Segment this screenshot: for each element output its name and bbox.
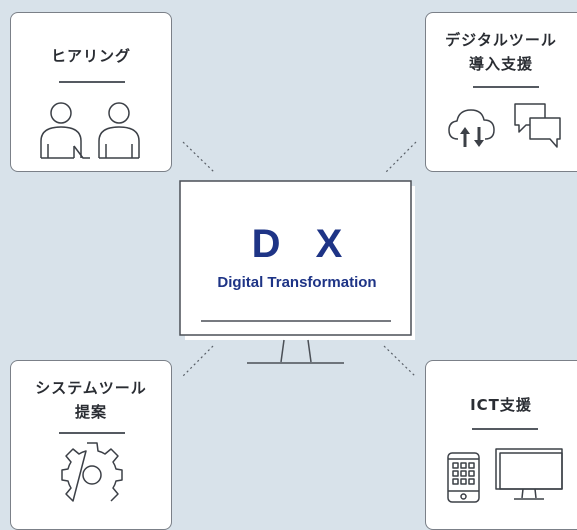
dx-subtitle: Digital Transformation: [217, 274, 377, 291]
card-ict: ICT支援: [425, 360, 577, 530]
connector-lines: [182, 141, 417, 378]
card-ict-title: ICT支援: [470, 396, 532, 414]
card-system-tools-rule: [59, 432, 125, 434]
two-people-icon: [40, 102, 140, 159]
card-system-tools-title-line1: システムツール: [35, 379, 147, 397]
monitor-stand-right: [307, 339, 312, 363]
dx-heading: D X: [251, 222, 355, 266]
monitor-frame: [179, 180, 412, 336]
card-digital-tools: デジタルツール 導入支援: [425, 12, 577, 172]
card-hearing: ヒアリング: [10, 12, 172, 172]
card-hearing-title: ヒアリング: [50, 47, 131, 65]
connector-bottom-left: [182, 345, 214, 377]
connector-top-left: [182, 141, 215, 173]
card-system-tools-title-line2: 提案: [74, 403, 107, 421]
gear-icon: [61, 442, 123, 502]
monitor-stand-left: [280, 339, 285, 363]
desktop-monitor-icon: [495, 448, 563, 500]
card-hearing-rule: [59, 81, 125, 83]
connector-top-right: [384, 141, 417, 174]
monitor-illustration: [179, 180, 415, 364]
card-digital-tools-title-line1: デジタルツール: [445, 31, 557, 49]
cloud-sync-icon: [448, 109, 495, 147]
chat-bubbles-icon: [514, 103, 561, 148]
tablet-icon: [447, 452, 480, 503]
card-digital-tools-rule: [473, 86, 539, 88]
card-ict-rule: [472, 428, 538, 430]
card-digital-tools-title-line2: 導入支援: [468, 55, 533, 73]
card-system-tools: システムツール 提案: [10, 360, 172, 530]
